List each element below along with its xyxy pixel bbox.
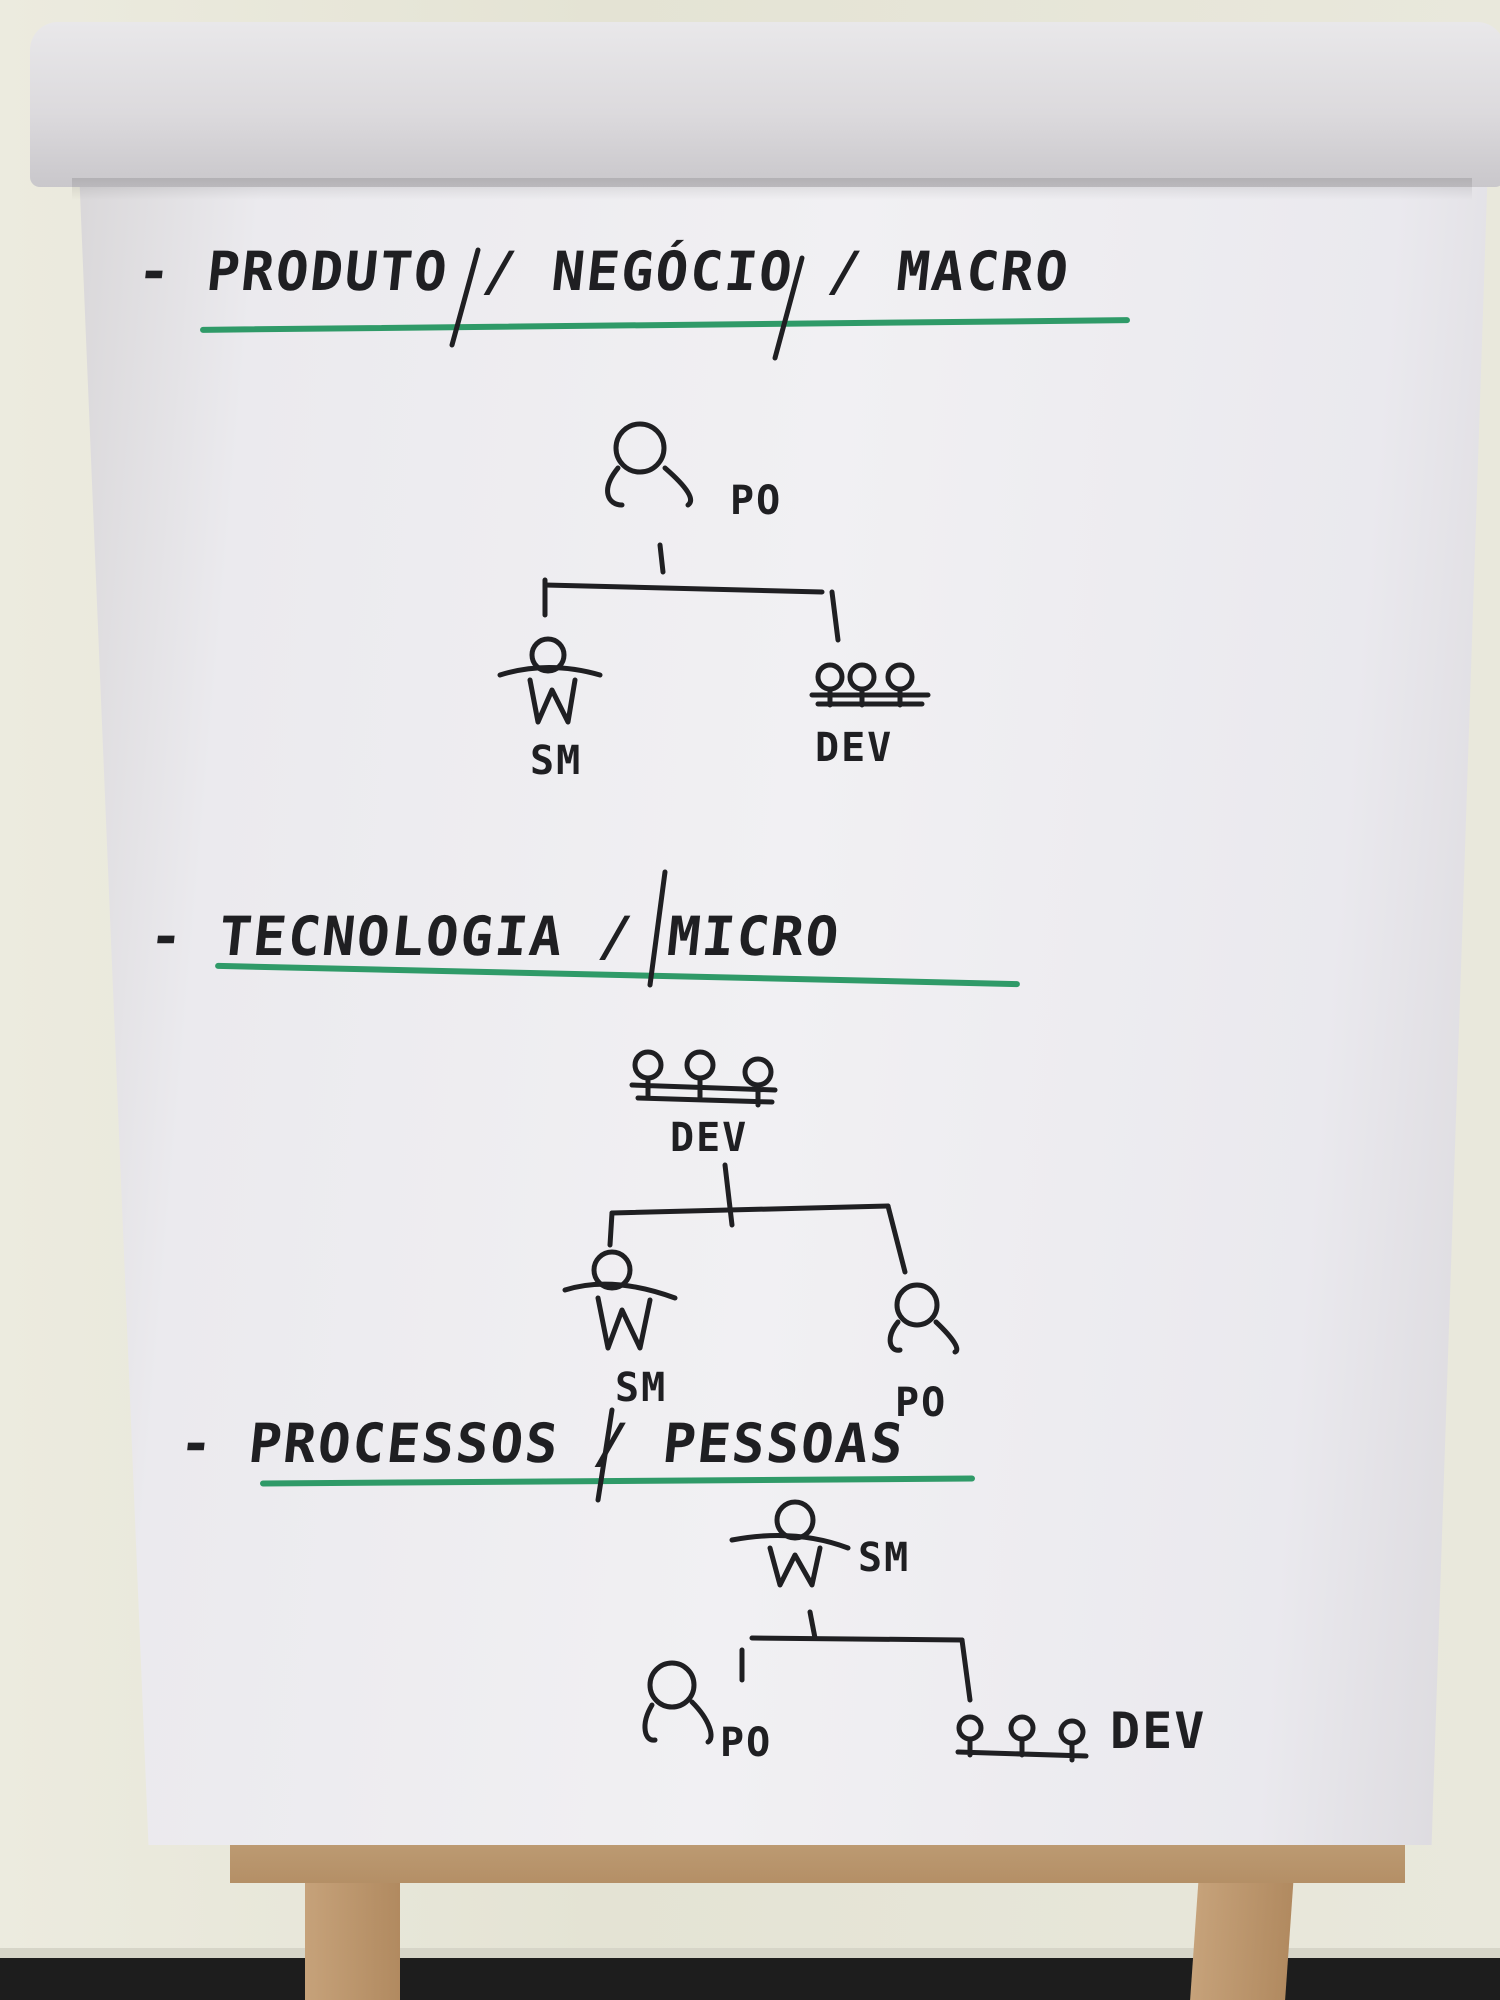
tree2-right-label: PO	[895, 1380, 948, 1426]
tree2-dev-icon	[629, 1049, 778, 1108]
heading-2-slash	[647, 869, 668, 988]
tree2-root-label: DEV	[670, 1115, 749, 1161]
tree3-po-icon	[642, 1660, 714, 1745]
heading-3-slash	[595, 1407, 615, 1503]
tree3-root-label: SM	[858, 1535, 911, 1581]
tree1-connector	[542, 542, 841, 643]
tree1-left-label: SM	[530, 738, 583, 784]
easel-leg-left	[305, 1860, 400, 2000]
tree1-po-icon	[605, 421, 694, 508]
tree2-left-label: SM	[615, 1365, 668, 1411]
tree1-sm-icon	[497, 636, 603, 725]
tree1-right-label: DEV	[815, 725, 894, 771]
heading-1-slashes	[449, 247, 805, 361]
flipchart-paper-roll	[30, 22, 1500, 187]
flipchart-sheet	[78, 145, 1488, 1845]
tree1-root-label: PO	[730, 478, 783, 524]
roll-shadow	[72, 178, 1472, 200]
tree1-dev-icon	[809, 662, 931, 708]
tree3-connector	[739, 1609, 973, 1703]
tree2-sm-icon	[562, 1249, 678, 1351]
tree3-sm-icon	[729, 1499, 851, 1588]
tree2-connector	[607, 1162, 908, 1275]
tree3-right-label: DEV	[1110, 1702, 1207, 1760]
tree3-dev-icon	[955, 1714, 1089, 1763]
tree3-left-label: PO	[720, 1720, 773, 1766]
tree2-po-icon	[887, 1282, 960, 1355]
